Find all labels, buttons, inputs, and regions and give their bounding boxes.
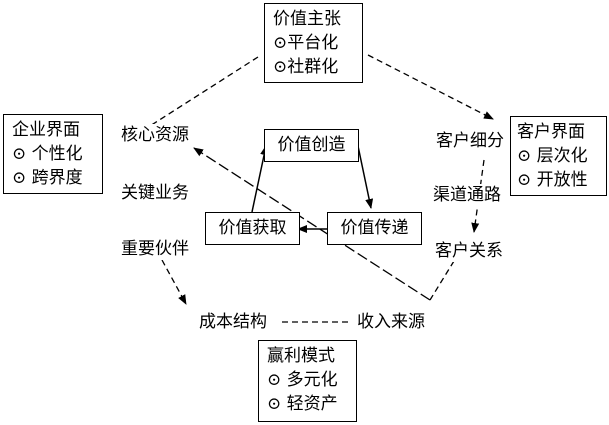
- profit-model-item-2: ⊙ 轻资产: [267, 394, 338, 414]
- enterprise-interface-item-1: ⊙ 个性化: [12, 144, 83, 164]
- value-proposition-title: 价值主张: [273, 9, 341, 29]
- cost-structure-label: 成本结构: [198, 311, 268, 333]
- profit-model-title: 赢利模式: [267, 346, 335, 366]
- customer-interface-title: 客户界面: [517, 122, 585, 142]
- edge-proposition-to-segments: [367, 54, 494, 120]
- value-proposition-item-1: ⊙平台化: [273, 33, 339, 53]
- channels-label: 渠道通路: [432, 184, 502, 206]
- key-partners-label: 重要伙伴: [120, 238, 190, 260]
- customer-relationships-label: 客户关系: [434, 240, 504, 262]
- value-proposition-box: 价值主张 ⊙平台化 ⊙社群化: [264, 3, 363, 83]
- enterprise-interface-box: 企业界面 ⊙ 个性化 ⊙ 跨界度: [3, 114, 103, 194]
- arrow-capture-to-creation: [251, 145, 269, 213]
- edge-revenue-to-resources: [193, 147, 431, 301]
- key-activities-label: 关键业务: [120, 182, 190, 204]
- profit-model-item-1: ⊙ 多元化: [267, 370, 338, 390]
- edge-segments-to-relationships: [471, 159, 485, 233]
- key-resources-label: 核心资源: [120, 124, 190, 146]
- customer-interface-box: 客户界面 ⊙ 层次化 ⊙ 开放性: [510, 116, 607, 196]
- profit-model-box: 赢利模式 ⊙ 多元化 ⊙ 轻资产: [258, 340, 357, 422]
- revenue-streams-label: 收入来源: [356, 311, 426, 333]
- customer-interface-item-1: ⊙ 层次化: [517, 146, 588, 166]
- value-creation-box: 价值创造: [264, 129, 359, 162]
- edge-partners-to-cost: [161, 259, 187, 305]
- edge-proposition-to-resources: [149, 56, 259, 127]
- customer-interface-item-2: ⊙ 开放性: [517, 170, 588, 190]
- customer-segments-label: 客户细分: [435, 130, 505, 152]
- value-proposition-item-2: ⊙社群化: [273, 57, 339, 77]
- edge-relationships-to-revenue: [429, 260, 455, 301]
- value-capture-box: 价值获取: [205, 212, 300, 245]
- value-delivery-box: 价值传递: [327, 212, 422, 245]
- enterprise-interface-title: 企业界面: [12, 120, 80, 140]
- enterprise-interface-item-2: ⊙ 跨界度: [12, 168, 83, 188]
- arrow-creation-to-delivery: [357, 145, 374, 209]
